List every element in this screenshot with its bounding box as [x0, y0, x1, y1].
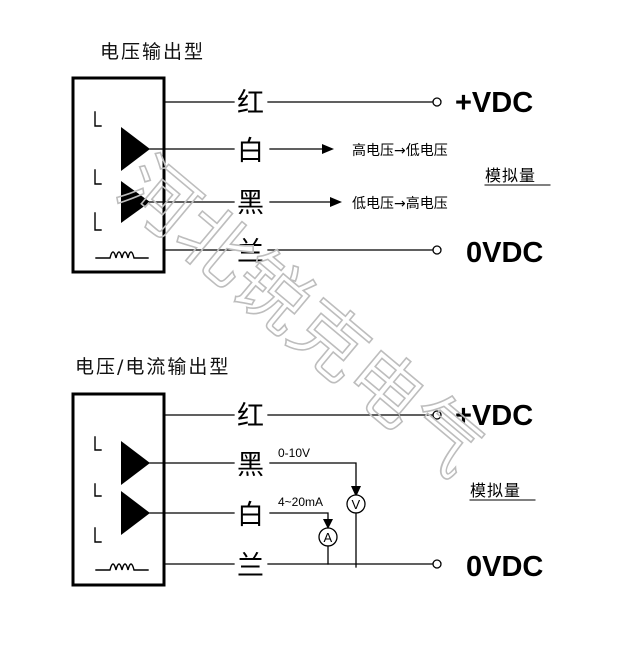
zero-terminal-label: 0VDC [466, 237, 543, 269]
wire-label-black: 黑 [237, 450, 264, 481]
analog-label: 模拟量 [485, 166, 536, 185]
output-triangle-icon [121, 181, 150, 223]
output-triangle-icon [121, 491, 150, 535]
arrow-icon [351, 486, 361, 497]
wire-label-white: 白 [237, 136, 264, 167]
positive-terminal-dot [432, 97, 442, 107]
arrow-icon [330, 197, 342, 207]
output-triangle-icon [121, 441, 150, 485]
sensor-internal-circuit [94, 436, 102, 543]
coil-icon [95, 251, 149, 259]
ammeter-symbol: A [324, 530, 333, 545]
voltage-current-output-section: 电压/电流输出型 红 黑 白 兰 [71, 356, 543, 587]
zero-terminal-label: 0VDC [466, 551, 543, 583]
sensor-body [71, 392, 166, 587]
sensor-internal-circuit [94, 111, 102, 231]
output-triangle-icon [121, 127, 150, 171]
wire-label-red: 红 [237, 401, 264, 432]
voltage-output-section: 电压输出型 红 白 黑 兰 高电压→低电压 低电压→高电压 模拟 [71, 41, 551, 274]
analog-label: 模拟量 [470, 481, 521, 500]
positive-terminal-label: +VDC [455, 87, 533, 119]
white-wire-note: 高电压→低电压 [352, 142, 448, 159]
watermark-text: 河北锐克电气 [103, 142, 498, 493]
arrow-icon [322, 144, 334, 154]
positive-terminal-label: +VDC [455, 400, 533, 432]
current-range-label: 4~20mA [278, 495, 323, 509]
voltage-range-label: 0-10V [278, 446, 310, 460]
black-wire-note: 低电压→高电压 [352, 195, 448, 212]
wire-label-red: 红 [237, 88, 264, 119]
arrow-icon [323, 519, 333, 529]
wire-label-blue: 兰 [237, 551, 264, 582]
zero-terminal-dot [432, 559, 442, 569]
wire-label-black: 黑 [237, 188, 264, 219]
section-title-voltage-current-output: 电压/电流输出型 [75, 356, 230, 378]
zero-terminal-dot [432, 245, 442, 255]
section-title-voltage-output: 电压输出型 [100, 41, 205, 63]
wire-label-white: 白 [237, 500, 264, 531]
coil-icon [95, 563, 149, 571]
wire-label-blue: 兰 [237, 237, 264, 268]
positive-terminal-dot [432, 410, 442, 420]
sensor-body [71, 76, 166, 274]
voltmeter-symbol: V [352, 497, 361, 512]
watermark: 河北锐克电气 [102, 141, 499, 494]
